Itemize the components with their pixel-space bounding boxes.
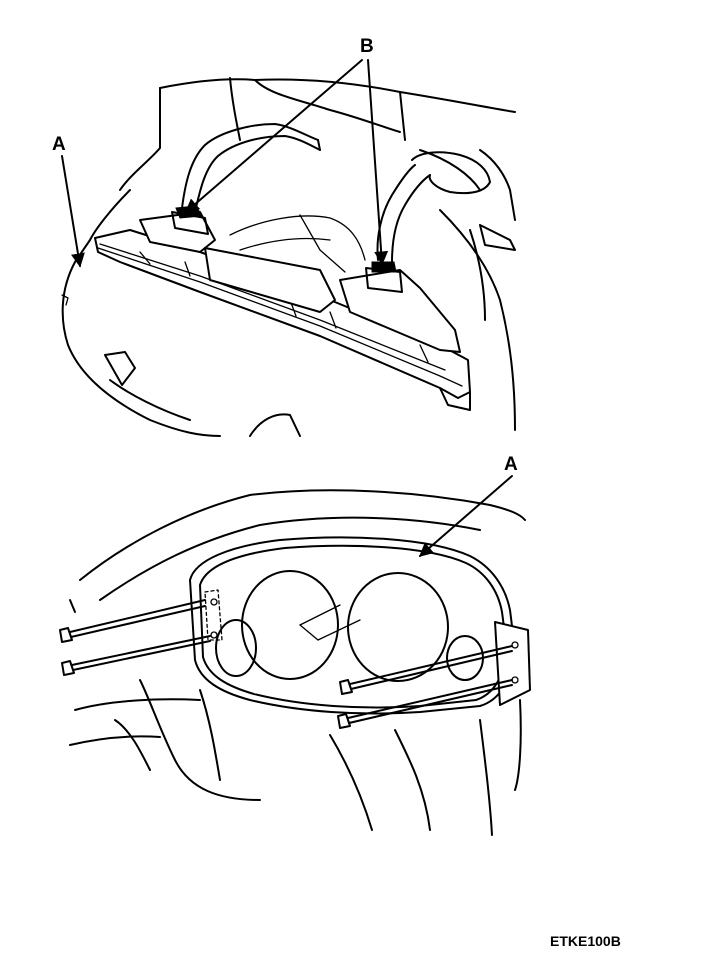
callout-a-bottom: A bbox=[504, 454, 518, 475]
top-illustration: A B bbox=[52, 36, 516, 437]
screw-lower-right bbox=[337, 679, 513, 729]
screw-upper-left bbox=[59, 599, 206, 643]
bottom-illustration: A bbox=[59, 454, 531, 836]
figure-code: ETKE100B bbox=[550, 933, 621, 949]
screw-lower-left bbox=[61, 635, 211, 676]
leader-a-top bbox=[61, 155, 85, 268]
leader-a-bottom bbox=[418, 475, 513, 557]
leader-b-right bbox=[367, 59, 389, 266]
screw-upper-right bbox=[339, 645, 513, 695]
callout-b: B bbox=[360, 36, 374, 57]
callout-a-top: A bbox=[52, 134, 66, 155]
leader-b-left bbox=[184, 59, 363, 213]
